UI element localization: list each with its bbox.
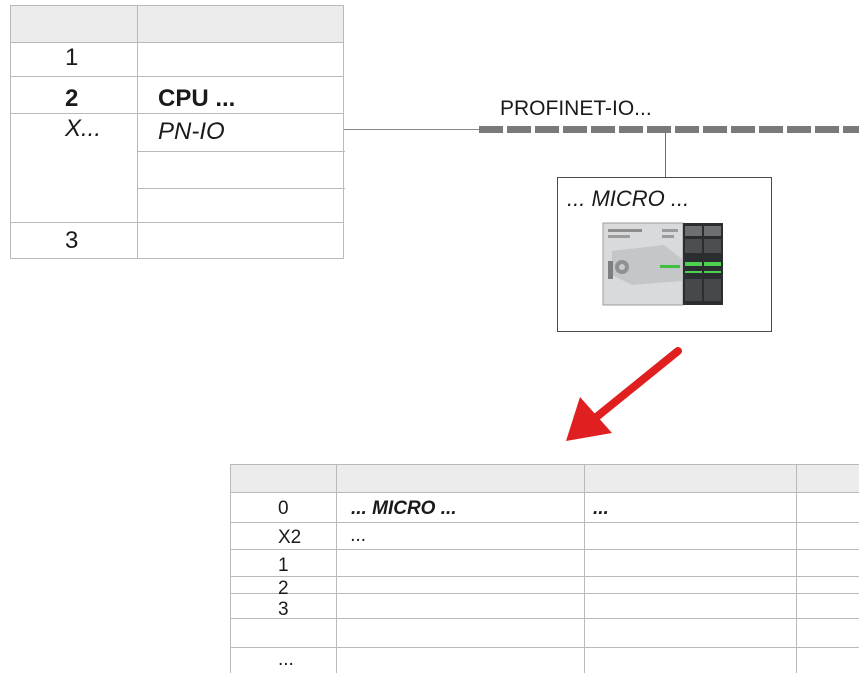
table-row-slot[interactable]: 3	[278, 599, 289, 621]
rack-module-pn-io[interactable]: PN-IO	[158, 119, 225, 145]
device-overview-table: 0 ... MICRO ... ... X2 ... 1 2 3 ...	[230, 464, 859, 673]
profinet-bus-line[interactable]	[479, 126, 859, 133]
rack-subslot-x[interactable]: X...	[65, 116, 101, 142]
table-row-slot[interactable]: 1	[278, 555, 289, 577]
table-row-module[interactable]: ...	[351, 525, 367, 547]
table-row-slot[interactable]: 0	[278, 498, 289, 520]
device-table-header	[231, 465, 859, 493]
table-row-slot[interactable]: X2	[278, 527, 301, 549]
rack-column-divider	[137, 6, 138, 258]
device-label: ... MICRO ...	[567, 186, 689, 212]
device-drop-line	[665, 133, 666, 178]
table-row-col3[interactable]: ...	[593, 498, 609, 520]
rack-table: 1 2 CPU ... X... PN-IO 3	[10, 5, 344, 259]
rack-slot-3[interactable]: 3	[65, 228, 78, 254]
rack-table-header	[11, 6, 343, 43]
table-row-slot[interactable]: ...	[278, 649, 294, 671]
micro-device-box[interactable]: ... MICRO ...	[557, 177, 772, 332]
rack-module-cpu[interactable]: CPU ...	[158, 86, 235, 112]
rack-slot-1[interactable]: 1	[65, 45, 78, 71]
pn-io-connection-line	[344, 129, 479, 130]
table-row-module[interactable]: ... MICRO ...	[351, 498, 457, 520]
profinet-bus-label: PROFINET-IO...	[500, 97, 652, 121]
micro-plc-device-icon	[602, 221, 724, 307]
rack-slot-2[interactable]: 2	[65, 86, 78, 112]
red-arrow-icon	[560, 345, 690, 445]
table-row-slot[interactable]: 2	[278, 578, 289, 600]
